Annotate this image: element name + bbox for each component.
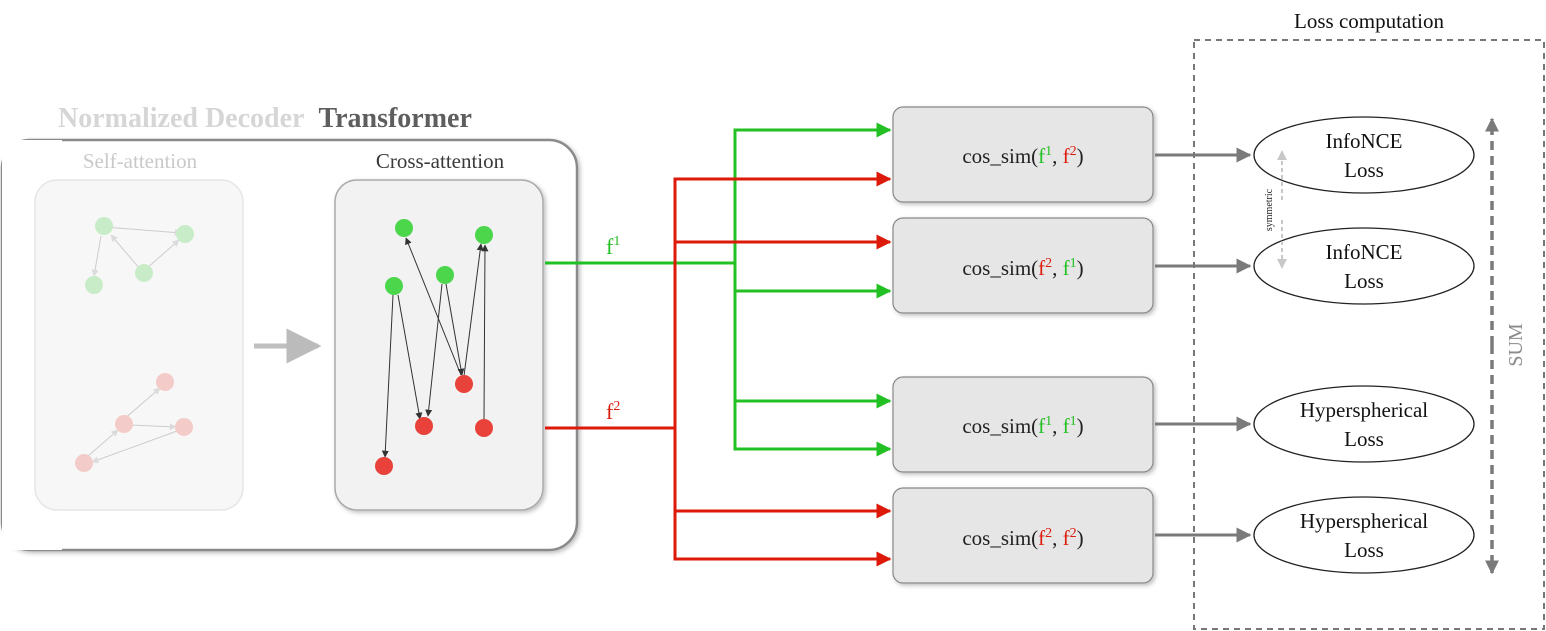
self-node-red xyxy=(156,373,174,391)
loss-computation-title: Loss computation xyxy=(1294,9,1444,33)
sum-label: SUM xyxy=(1505,323,1527,367)
similarity-box-3: cos_sim(f1, f1) xyxy=(892,376,1154,473)
cross-attention-graph xyxy=(375,219,493,475)
f2-label: f2 xyxy=(606,399,620,424)
self-node-green xyxy=(176,225,194,243)
loss-ellipse-3: Hyperspherical Loss xyxy=(1253,385,1475,463)
loss-suffix: Loss xyxy=(1344,427,1384,451)
f1-label: f1 xyxy=(606,234,620,259)
f2-flow xyxy=(545,171,892,567)
cross-node-green xyxy=(436,266,454,284)
loss-suffix: Loss xyxy=(1344,269,1384,293)
loss-arrows xyxy=(1155,147,1252,543)
cross-node-red xyxy=(475,419,493,437)
similarity-label: cos_sim(f1, f1) xyxy=(962,414,1083,438)
symmetric-label: symmetric xyxy=(1264,188,1275,231)
loss-ellipse-1: InfoNCE Loss xyxy=(1253,116,1475,194)
similarity-box-2: cos_sim(f2, f1) xyxy=(892,217,1154,314)
transformer-title-part2: Transformer xyxy=(318,103,471,134)
self-node-red xyxy=(75,454,93,472)
loss-ellipse-4: Hyperspherical Loss xyxy=(1253,496,1475,574)
self-node-red xyxy=(175,418,193,436)
similarity-box-4: cos_sim(f2, f2) xyxy=(892,487,1154,584)
loss-name: InfoNCE xyxy=(1326,240,1403,264)
loss-computation-box xyxy=(1193,39,1545,630)
cross-node-green xyxy=(475,226,493,244)
self-node-red xyxy=(115,415,133,433)
loss-suffix: Loss xyxy=(1344,158,1384,182)
self-attention-label: Self-attention xyxy=(83,149,198,173)
sum-label-bg xyxy=(1500,312,1530,378)
f1-flow xyxy=(545,122,892,457)
cross-attention-label: Cross-attention xyxy=(376,149,505,173)
cross-node-red xyxy=(455,375,473,393)
loss-name: Hyperspherical xyxy=(1300,509,1428,533)
similarity-label: cos_sim(f1, f2) xyxy=(962,144,1083,168)
loss-ellipse-2: InfoNCE Loss xyxy=(1253,227,1475,305)
cross-node-green xyxy=(385,277,403,295)
similarity-box-1: cos_sim(f1, f2) xyxy=(892,106,1154,203)
cross-node-red xyxy=(375,457,393,475)
similarity-label: cos_sim(f2, f2) xyxy=(962,526,1083,550)
loss-name: InfoNCE xyxy=(1326,129,1403,153)
cross-node-red xyxy=(415,417,433,435)
cross-attention-panel xyxy=(334,179,544,511)
self-attention-panel xyxy=(34,179,244,511)
self-attention-graph xyxy=(75,217,194,472)
self-node-green xyxy=(85,276,103,294)
transformer-title-part1: Normalized Decoder xyxy=(58,103,304,134)
loss-name: Hyperspherical xyxy=(1300,398,1428,422)
self-node-green xyxy=(135,264,153,282)
similarity-label: cos_sim(f2, f1) xyxy=(962,256,1083,280)
self-node-green xyxy=(95,217,113,235)
cross-node-green xyxy=(395,219,413,237)
loss-suffix: Loss xyxy=(1344,538,1384,562)
transformer-title: Normalized Decoder Transformer xyxy=(58,103,472,134)
